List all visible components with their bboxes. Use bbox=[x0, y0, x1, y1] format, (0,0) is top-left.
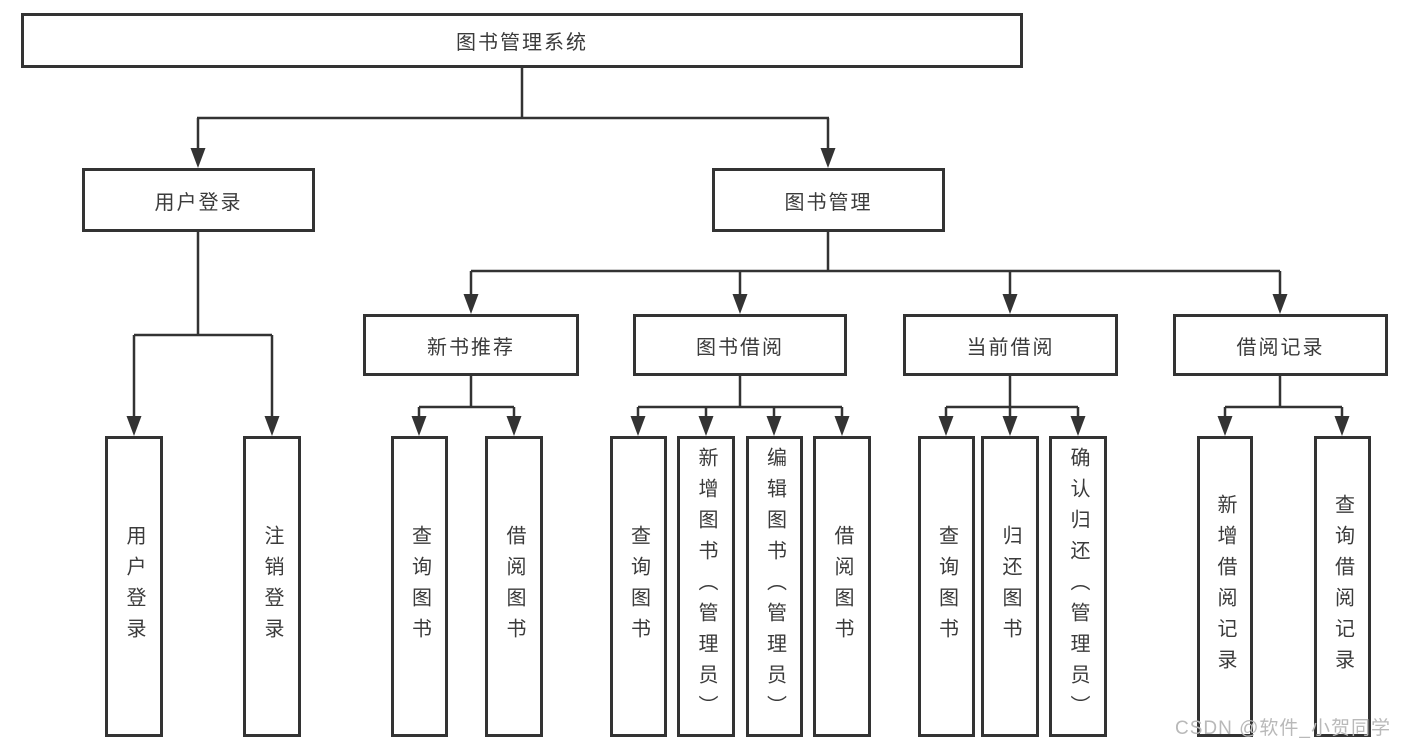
leaf-label: 查询图书 bbox=[935, 524, 958, 649]
node-label: 用户登录 bbox=[154, 191, 243, 214]
node-label: 图书管理 bbox=[784, 191, 873, 214]
arrowheads bbox=[126, 148, 1350, 436]
leaf-label: 用户登录 bbox=[123, 524, 145, 649]
node-label: 图书借阅 bbox=[696, 336, 784, 359]
node-label: 当前借阅 bbox=[966, 336, 1055, 359]
leaf-label: 归还图书 bbox=[999, 524, 1021, 649]
leaf-query-books-current: 查询图书 bbox=[918, 436, 975, 737]
leaf-logout: 注销登录 bbox=[243, 436, 301, 737]
node-library-management-system: 图书管理系统 bbox=[21, 13, 1023, 68]
leaf-label: 注销登录 bbox=[261, 524, 283, 649]
leaf-query-borrow-record: 查询借阅记录 bbox=[1314, 436, 1371, 737]
leaf-return-book: 归还图书 bbox=[981, 436, 1039, 737]
leaf-borrow-books: 借阅图书 bbox=[813, 436, 871, 737]
leaf-label: 借阅图书 bbox=[831, 524, 853, 649]
leaf-label: 确认归还（管理员） bbox=[1067, 447, 1089, 726]
leaf-user-login: 用户登录 bbox=[105, 436, 163, 737]
csdn-watermark: CSDN @软件_小贺同学 bbox=[1175, 718, 1391, 739]
node-book-management: 图书管理 bbox=[712, 168, 945, 232]
node-label: 借阅记录 bbox=[1236, 336, 1325, 359]
node-label: 新书推荐 bbox=[427, 336, 515, 359]
node-user-login: 用户登录 bbox=[82, 168, 315, 232]
leaf-label: 新增图书（管理员） bbox=[695, 447, 717, 726]
node-label: 图书管理系统 bbox=[456, 32, 588, 54]
leaf-label: 查询图书 bbox=[627, 524, 650, 649]
leaf-add-book-admin: 新增图书（管理员） bbox=[677, 436, 735, 737]
leaf-add-borrow-record: 新增借阅记录 bbox=[1197, 436, 1253, 737]
leaf-confirm-return-admin: 确认归还（管理员） bbox=[1049, 436, 1107, 737]
leaf-query-books-recommend: 查询图书 bbox=[391, 436, 448, 737]
leaf-label: 查询图书 bbox=[408, 524, 431, 649]
leaf-label: 查询借阅记录 bbox=[1331, 493, 1354, 680]
node-new-book-recommend: 新书推荐 bbox=[363, 314, 579, 376]
leaf-edit-book-admin: 编辑图书（管理员） bbox=[746, 436, 803, 737]
leaf-query-books-borrow: 查询图书 bbox=[610, 436, 667, 737]
node-book-borrow: 图书借阅 bbox=[633, 314, 847, 376]
leaf-label: 编辑图书（管理员） bbox=[763, 447, 786, 726]
leaf-label: 新增借阅记录 bbox=[1214, 493, 1236, 680]
node-current-borrow: 当前借阅 bbox=[903, 314, 1118, 376]
node-borrow-records: 借阅记录 bbox=[1173, 314, 1388, 376]
leaf-label: 借阅图书 bbox=[503, 524, 525, 649]
leaf-borrow-books-recommend: 借阅图书 bbox=[485, 436, 543, 737]
